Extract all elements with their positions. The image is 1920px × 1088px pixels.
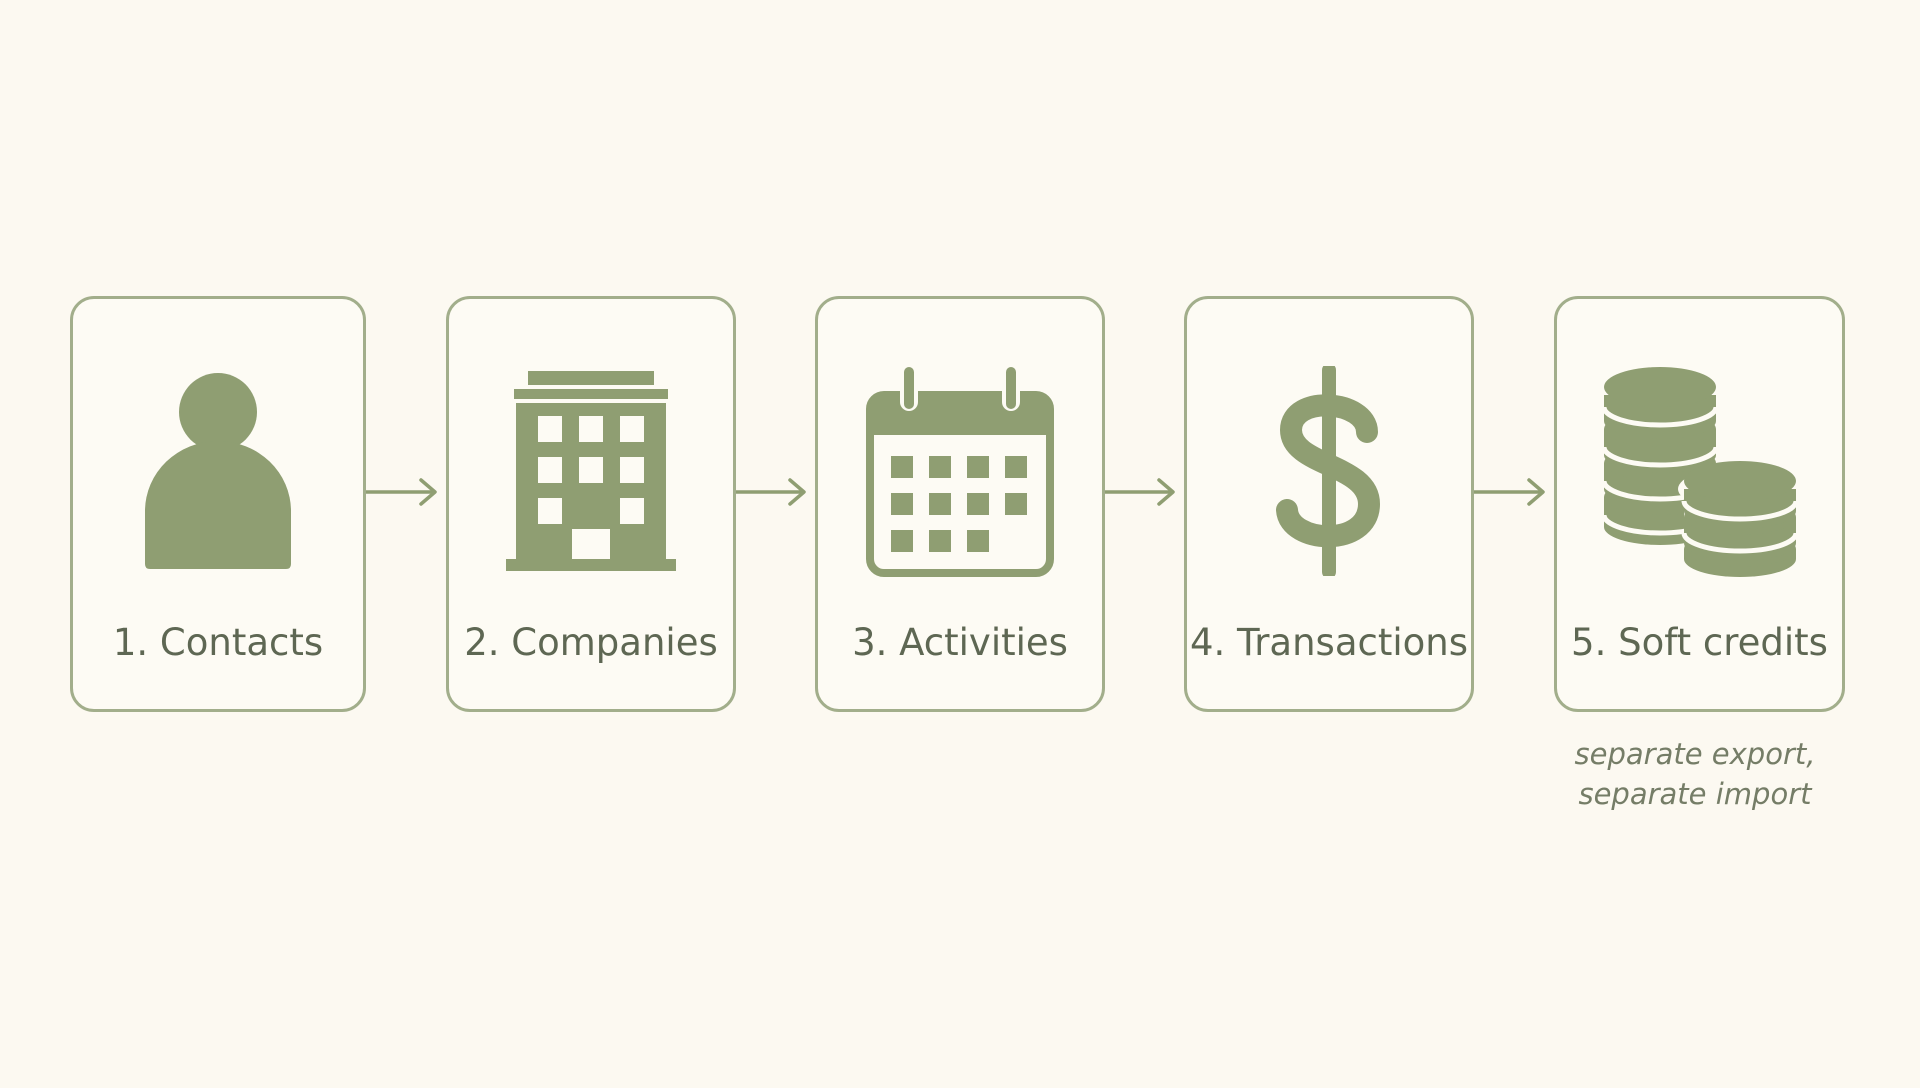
step-label: 1. Contacts <box>112 621 324 664</box>
step-label: 4. Transactions <box>1189 621 1468 664</box>
step-contacts: 1. Contacts <box>70 296 366 712</box>
person-icon <box>145 373 291 569</box>
calendar-icon <box>866 365 1054 577</box>
arrow-right-icon <box>366 478 437 506</box>
step-label: 3. Activities <box>852 621 1068 664</box>
step-transactions: 4. Transactions <box>1184 296 1474 712</box>
arrow-right-icon <box>736 478 806 506</box>
dollar-icon <box>1276 366 1381 576</box>
step-label: 5. Soft credits <box>1571 621 1828 664</box>
step-companies: 2. Companies <box>446 296 736 712</box>
arrow-right-icon <box>1474 478 1545 506</box>
building-icon <box>506 371 676 571</box>
coins-icon <box>1601 367 1798 577</box>
step-soft-credits: 5. Soft credits <box>1554 296 1845 712</box>
step-activities: 3. Activities <box>815 296 1105 712</box>
note-line: separate import <box>1578 777 1812 811</box>
soft-credits-note: separate export, separate import <box>1540 734 1850 814</box>
arrow-right-icon <box>1105 478 1175 506</box>
step-label: 2. Companies <box>464 621 718 664</box>
note-line: separate export, <box>1574 737 1816 771</box>
